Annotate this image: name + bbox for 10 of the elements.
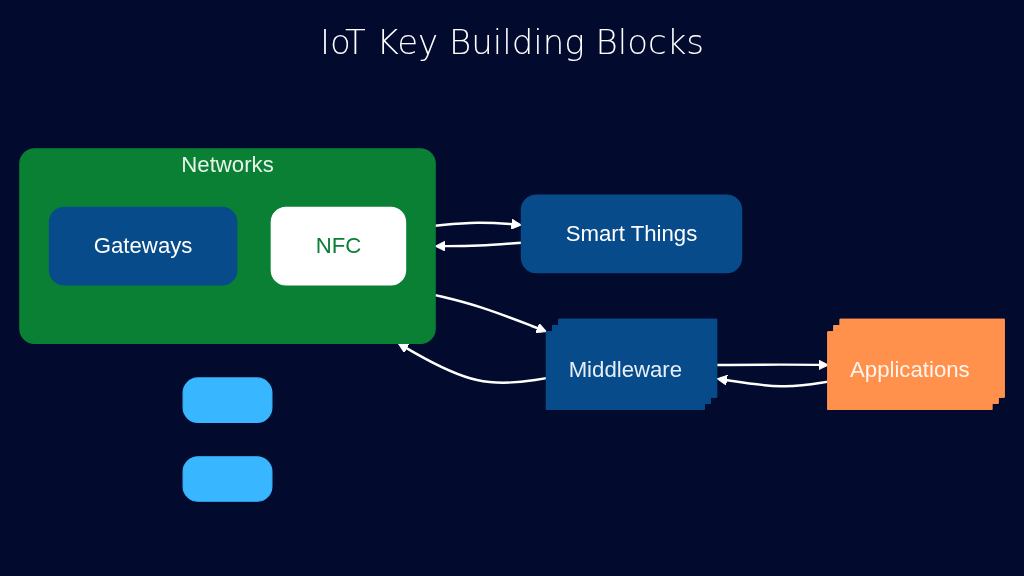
diagram-title: IoT Key Building Blocks bbox=[319, 22, 705, 62]
node-box bbox=[182, 456, 273, 502]
node-box: Gateways bbox=[48, 206, 238, 286]
arrow bbox=[716, 374, 829, 388]
arrow bbox=[435, 218, 522, 230]
arrow bbox=[397, 343, 547, 385]
node-box bbox=[182, 377, 273, 423]
arrow bbox=[717, 359, 829, 371]
node-box: NFC bbox=[270, 206, 407, 286]
node-box: Smart Things bbox=[520, 194, 743, 274]
